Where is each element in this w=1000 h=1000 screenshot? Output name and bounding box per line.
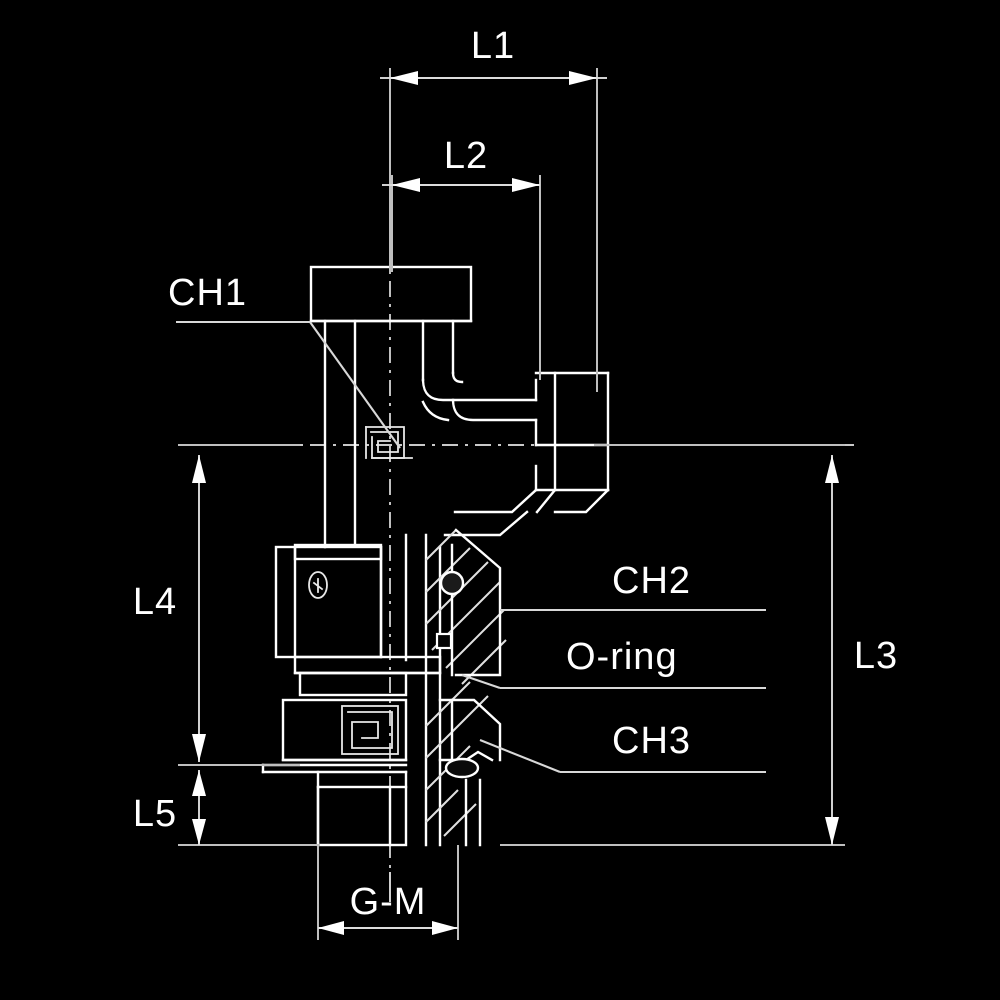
- section-hatch-upper: [424, 528, 507, 847]
- ch3-leader: [479, 739, 766, 774]
- dimension-L2: [382, 175, 541, 380]
- label-O-ring: O-ring: [566, 636, 678, 678]
- internal-bore-elbow: [421, 371, 538, 447]
- small-square-detail: [435, 632, 453, 650]
- dimension-L1: [380, 68, 607, 392]
- dimension-G-M: [317, 845, 459, 940]
- label-L5: L5: [133, 793, 177, 835]
- ch1-leader: [176, 320, 401, 449]
- section-hatch-lower: [425, 681, 502, 847]
- label-CH3: CH3: [612, 720, 691, 762]
- label-L2: L2: [444, 135, 488, 177]
- bottom-threaded-stem: [316, 770, 408, 847]
- dimension-L3: [500, 444, 845, 846]
- label-CH1: CH1: [168, 272, 247, 314]
- dimension-L5: [178, 770, 320, 846]
- label-L3: L3: [854, 635, 898, 677]
- dimension-L4: [178, 444, 300, 766]
- label-G-M: G-M: [350, 881, 427, 923]
- label-CH2: CH2: [612, 560, 691, 602]
- mid-body-right-extension: [379, 533, 408, 662]
- o-ring-lower: [444, 757, 480, 779]
- o-ring-upper: [439, 570, 465, 596]
- upper-thread-spiral-detail: [365, 426, 413, 459]
- label-L4: L4: [133, 581, 177, 623]
- label-L1: L1: [471, 25, 515, 67]
- upper-stem-body: [323, 319, 455, 549]
- lower-hex-body: [281, 698, 408, 762]
- o-ring-leader: [461, 674, 766, 690]
